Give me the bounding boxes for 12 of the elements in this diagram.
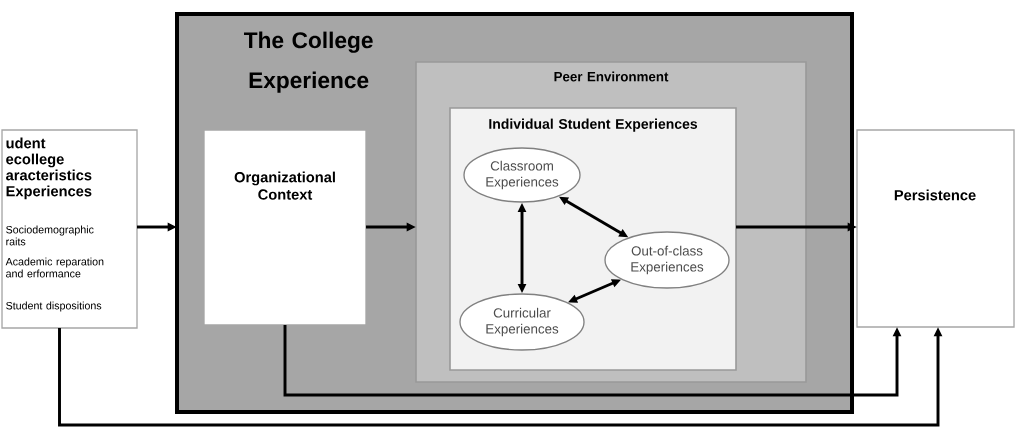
ellipse-label: Classroom Experiences	[486, 160, 559, 190]
ellipse-label: Curricular Experiences	[486, 307, 559, 337]
box-title: Persistence	[894, 189, 976, 201]
list-item: Sociodemographic raits	[6, 225, 94, 246]
ellipse-label: Out-of-class Experiences	[631, 245, 704, 275]
panel-title: Individual Student Experiences	[489, 118, 698, 132]
box-title: Organizational Context	[234, 171, 335, 200]
panel-title: Peer Environment	[554, 71, 669, 82]
panel-title: The College Experience	[244, 31, 373, 93]
box-heading: udent ecollege aracteristics Experiences	[6, 137, 92, 200]
list-item: Academic reparation and erformance	[5, 257, 104, 278]
list-item: Student dispositions	[6, 301, 102, 312]
